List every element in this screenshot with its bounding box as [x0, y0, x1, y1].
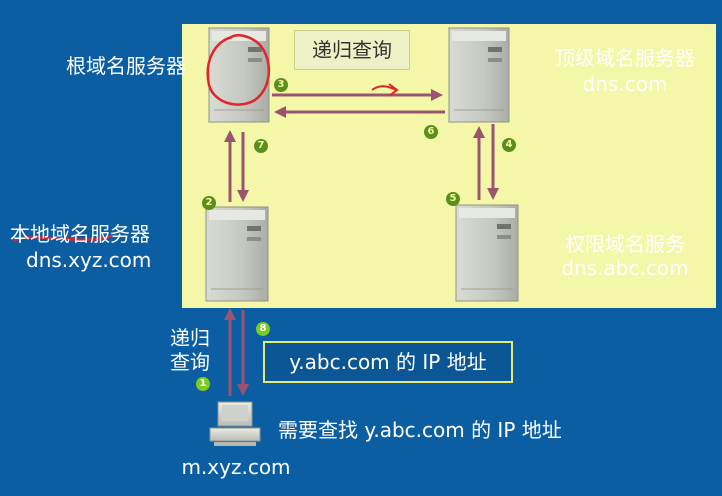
tld-server-host: dns.com: [582, 72, 668, 96]
arrow-step-7: [237, 132, 249, 202]
step-badge-7: 7: [254, 139, 268, 153]
arrow-step-1: [224, 308, 236, 396]
client-host-label: m.xyz.com: [181, 455, 291, 479]
client-query-text: 需要查找 y.abc.com 的 IP 地址: [278, 418, 562, 442]
annotation-arrow: [371, 83, 399, 97]
arrow-step-4: [487, 124, 499, 200]
arrow-step-6: [274, 106, 445, 118]
answer-box: y.abc.com 的 IP 地址: [263, 341, 513, 383]
root-server-label: 根域名服务器: [66, 54, 186, 78]
authoritative-server-icon: [455, 204, 519, 302]
step-badge-3: 3: [274, 78, 288, 92]
step-badge-2: 2: [202, 196, 216, 210]
local-server-icon: [205, 206, 269, 302]
authoritative-server-host: dns.abc.com: [561, 256, 689, 280]
client-computer-icon: [209, 401, 261, 446]
annotation-circle: [206, 34, 271, 106]
tld-server-icon: [448, 27, 510, 123]
step-badge-8: 8: [256, 322, 270, 336]
step-badge-4: 4: [502, 138, 516, 152]
arrow-step-3: [272, 89, 443, 101]
step-badge-1: 1: [196, 377, 210, 391]
local-server-host: dns.xyz.com: [26, 248, 152, 272]
diagram-title: 递归查询: [294, 30, 410, 70]
arrow-step-8: [237, 310, 249, 396]
recursive-label-line1: 递归: [170, 326, 210, 350]
step-badge-5: 5: [446, 192, 460, 206]
recursive-label-line2: 查询: [170, 350, 210, 374]
tld-server-label: 顶级域名服务器: [555, 46, 695, 70]
arrow-step-2: [224, 130, 236, 202]
step-badge-6: 6: [424, 125, 438, 139]
local-server-label: 本地域名服务器: [10, 222, 150, 246]
annotation-underline: [13, 234, 113, 242]
arrow-step-5: [473, 126, 485, 200]
authoritative-server-label: 权限域名服务: [565, 232, 685, 256]
root-server-icon: [208, 27, 270, 123]
